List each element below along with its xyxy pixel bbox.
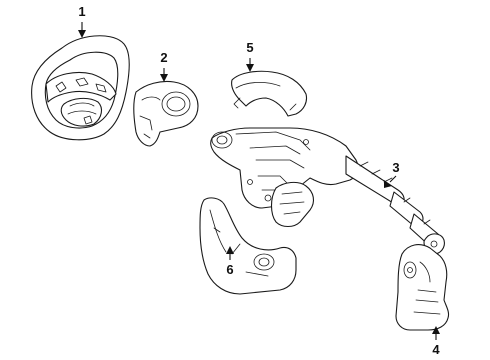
arrow-icon — [160, 74, 168, 82]
callout-number: 1 — [78, 4, 85, 19]
upper-column-shroud — [231, 70, 308, 117]
callout-number: 5 — [246, 40, 253, 55]
callout-1: 1 — [78, 4, 86, 38]
callout-number: 2 — [160, 50, 167, 65]
callout-5: 5 — [246, 40, 254, 72]
callout-2: 2 — [160, 50, 168, 82]
callout-number: 3 — [392, 160, 399, 175]
arrow-icon — [432, 326, 440, 334]
leader-line — [389, 175, 397, 183]
intermediate-shaft-boot — [395, 244, 450, 331]
callout-4: 4 — [432, 326, 440, 357]
steering-wheel — [31, 35, 130, 141]
steering-wheel-trim-cover — [133, 80, 199, 147]
arrow-icon — [246, 64, 254, 72]
callout-6: 6 — [226, 246, 234, 277]
arrow-icon — [226, 246, 234, 254]
callout-3: 3 — [384, 160, 400, 188]
arrow-icon — [78, 30, 86, 38]
steering-column-assembly — [210, 127, 445, 255]
callout-number: 6 — [226, 262, 233, 277]
callout-number: 4 — [432, 342, 440, 357]
lower-column-shroud — [199, 197, 297, 295]
arrow-icon — [384, 180, 392, 188]
